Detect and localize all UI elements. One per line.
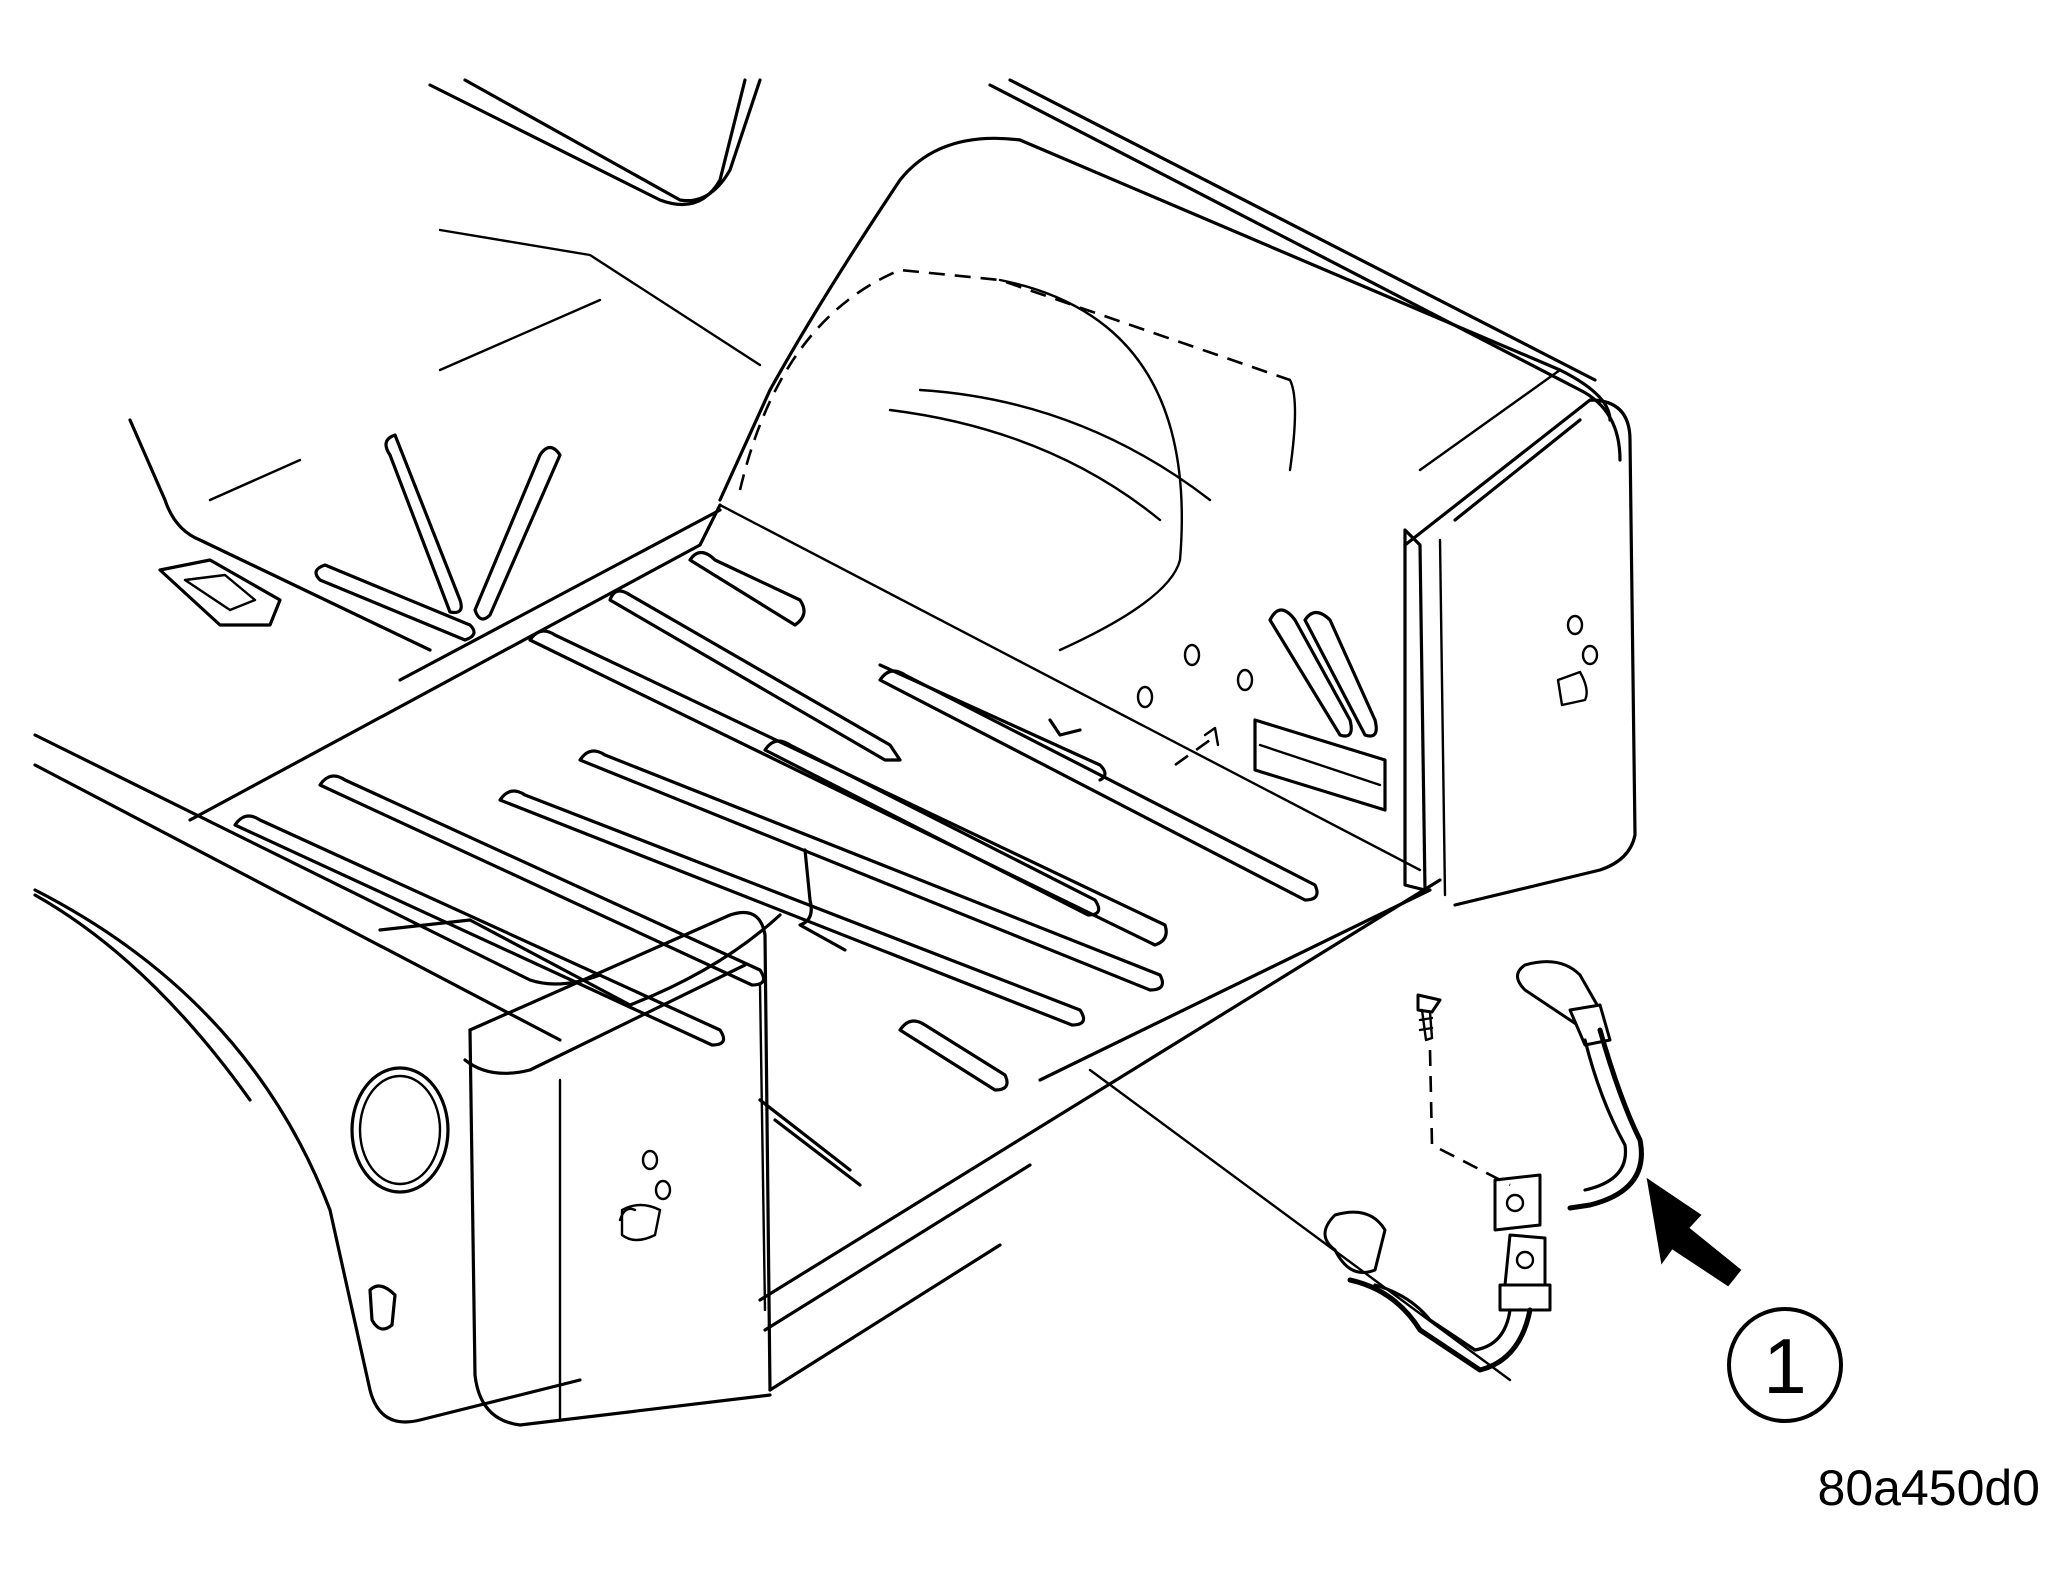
- ground-strap: [1088, 960, 1644, 1382]
- callout-circle: [1727, 1307, 1843, 1423]
- tailgate-sill: [758, 878, 1442, 1392]
- bed-right-side-front: [988, 78, 1637, 907]
- callout-number: 1: [1763, 1322, 1806, 1410]
- bed-left-side: [33, 733, 782, 1424]
- cab-floor-slots: [158, 433, 562, 642]
- callout-1: 1: [1727, 1307, 1843, 1423]
- cab-rear-outline: [128, 78, 762, 652]
- bed-floor: [188, 503, 1432, 1187]
- bed-left-rear-post: [463, 910, 772, 1427]
- bed-front-bulkhead: [718, 136, 1612, 812]
- figure-id: 80a450d0: [1818, 1460, 2040, 1516]
- callout-arrow: [1646, 1177, 1742, 1287]
